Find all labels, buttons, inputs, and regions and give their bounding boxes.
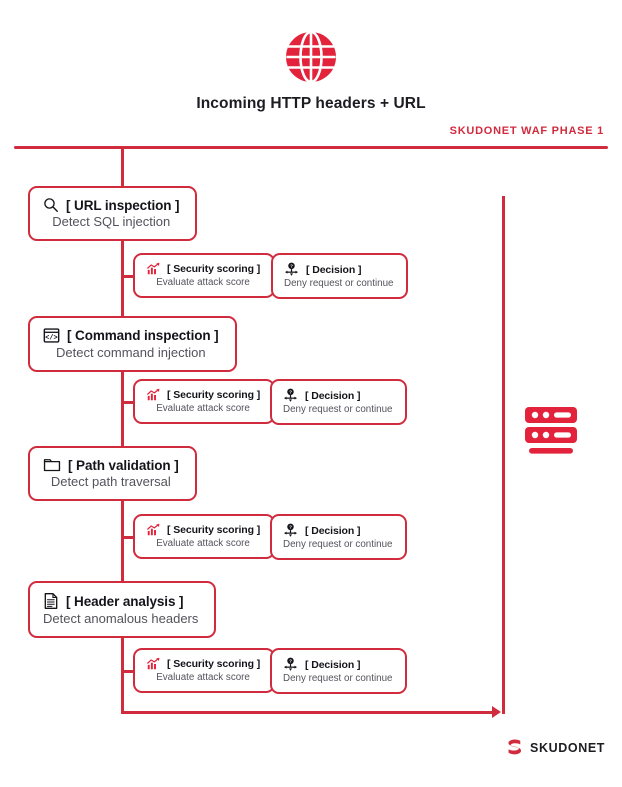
- scoring-subtitle: Evaluate attack score: [156, 538, 250, 549]
- scoring-card-4[interactable]: [ Security scoring ] Evaluate attack sco…: [133, 648, 276, 693]
- decision-node-icon: ?: [283, 523, 298, 538]
- stage-card-path-validation[interactable]: [ Path validation ] Detect path traversa…: [28, 446, 197, 501]
- decision-title: [ Decision ]: [305, 389, 361, 402]
- scoring-card-2[interactable]: [ Security scoring ] Evaluate attack sco…: [133, 379, 276, 424]
- skudonet-s-mark: [506, 738, 523, 757]
- scoring-header: [ Security scoring ]: [146, 262, 260, 276]
- decision-header: ? [ Decision ]: [283, 657, 392, 672]
- decision-header: ? [ Decision ]: [284, 262, 393, 277]
- decision-subtitle: Deny request or continue: [283, 539, 393, 550]
- code-window-icon: </>: [43, 327, 60, 344]
- backend-flow-line: [502, 196, 505, 714]
- stage-card-url-inspection[interactable]: [ URL inspection ] Detect SQL injection: [28, 186, 198, 241]
- decision-subtitle: Deny request or continue: [284, 278, 394, 289]
- phase-label: SKUDONET WAF PHASE 1: [449, 125, 604, 137]
- decision-node-icon: ?: [283, 388, 298, 403]
- decision-title: [ Decision ]: [306, 263, 362, 276]
- chart-up-icon: [146, 262, 160, 276]
- scoring-header: [ Security scoring ]: [146, 657, 260, 671]
- stage-subtitle: Detect anomalous headers: [43, 611, 199, 626]
- stage-subtitle: Detect path traversal: [50, 474, 171, 489]
- decision-card-1[interactable]: ? [ Decision ] Deny request or continue: [271, 253, 409, 299]
- stage-title: [ Header analysis ]: [66, 593, 184, 609]
- scoring-subtitle: Evaluate attack score: [156, 403, 250, 414]
- brand-name: SKUDONET: [530, 740, 605, 755]
- decision-card-3[interactable]: ? [ Decision ] Deny request or continue: [270, 514, 408, 560]
- branch-stub-3: [121, 536, 135, 539]
- stage-card-header-analysis[interactable]: [ Header analysis ] Detect anomalous hea…: [28, 581, 217, 638]
- scoring-header: [ Security scoring ]: [146, 388, 260, 402]
- skudonet-logo: SKUDONET: [506, 738, 605, 757]
- scoring-subtitle: Evaluate attack score: [156, 672, 250, 683]
- branch-stub-1: [121, 275, 135, 278]
- scoring-title: [ Security scoring ]: [167, 389, 261, 401]
- scoring-header: [ Security scoring ]: [146, 523, 260, 537]
- decision-header: ? [ Decision ]: [283, 523, 392, 538]
- header-divider: [14, 146, 608, 149]
- decision-title: [ Decision ]: [305, 658, 361, 671]
- svg-text:?: ?: [289, 525, 292, 530]
- decision-subtitle: Deny request or continue: [283, 404, 393, 415]
- decision-subtitle: Deny request or continue: [283, 673, 393, 684]
- decision-title: [ Decision ]: [305, 524, 361, 537]
- svg-text:?: ?: [289, 659, 292, 664]
- stage-title: [ URL inspection ]: [66, 197, 180, 213]
- decision-card-4[interactable]: ? [ Decision ] Deny request or continue: [270, 648, 408, 694]
- document-lines-icon: [43, 592, 59, 610]
- chart-up-icon: [146, 657, 160, 671]
- main-flow-line: [121, 148, 124, 714]
- svg-text:?: ?: [290, 264, 293, 269]
- stage-subtitle: Detect command injection: [55, 345, 206, 360]
- scoring-title: [ Security scoring ]: [167, 524, 261, 536]
- scoring-title: [ Security scoring ]: [167, 658, 261, 670]
- flow-arrow-head: [492, 706, 501, 718]
- page-title: Incoming HTTP headers + URL: [196, 95, 426, 112]
- chart-up-icon: [146, 388, 160, 402]
- stage-header: </> [ Command inspection ]: [43, 327, 219, 344]
- scoring-title: [ Security scoring ]: [167, 263, 261, 275]
- stage-header: [ URL inspection ]: [43, 197, 180, 213]
- globe-icon: [284, 30, 338, 84]
- stage-card-command-inspection[interactable]: </> [ Command inspection ] Detect comman…: [28, 316, 237, 372]
- stage-header: [ Header analysis ]: [43, 592, 198, 610]
- stage-header: [ Path validation ]: [43, 457, 179, 473]
- branch-stub-2: [121, 401, 135, 404]
- folder-icon: [43, 457, 61, 473]
- chart-up-icon: [146, 523, 160, 537]
- stage-title: [ Command inspection ]: [67, 328, 219, 343]
- svg-text:</>: </>: [45, 335, 57, 343]
- decision-node-icon: ?: [284, 262, 299, 277]
- scoring-card-3[interactable]: [ Security scoring ] Evaluate attack sco…: [133, 514, 276, 559]
- decision-node-icon: ?: [283, 657, 298, 672]
- stage-title: [ Path validation ]: [68, 457, 179, 473]
- scoring-card-1[interactable]: [ Security scoring ] Evaluate attack sco…: [133, 253, 276, 298]
- svg-text:?: ?: [289, 390, 292, 395]
- decision-card-2[interactable]: ? [ Decision ] Deny request or continue: [270, 379, 408, 425]
- magnifier-icon: [43, 197, 59, 213]
- stage-subtitle: Detect SQL injection: [52, 214, 171, 229]
- decision-header: ? [ Decision ]: [283, 388, 392, 403]
- scoring-subtitle: Evaluate attack score: [156, 277, 250, 288]
- branch-stub-4: [121, 670, 135, 673]
- bottom-flow-line: [121, 711, 496, 714]
- server-rack-icon: [523, 405, 579, 457]
